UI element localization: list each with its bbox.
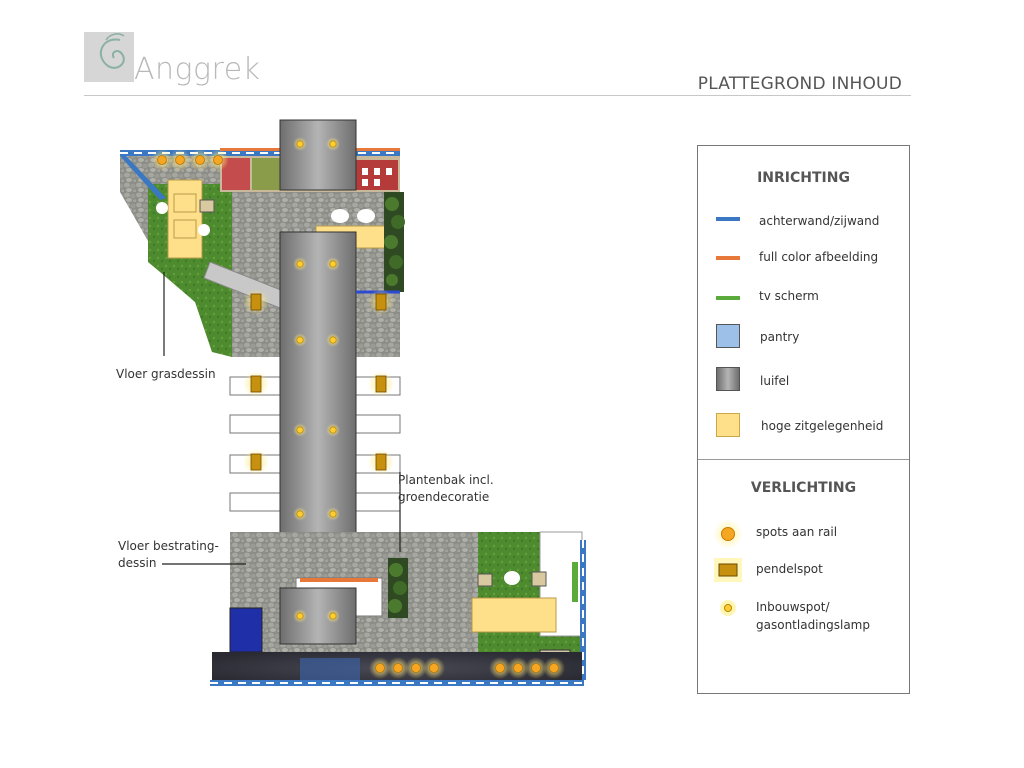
brand-logo xyxy=(84,32,134,82)
legend-label-recessed-spot-line2: gasontladingslamp xyxy=(756,618,870,632)
recessed-spot-light xyxy=(296,140,304,148)
legend-label-pantry: pantry xyxy=(760,330,800,344)
side-wall-left xyxy=(120,156,166,200)
lighting-layer xyxy=(151,137,565,679)
label-paving-floor: Vloer bestrating- dessin xyxy=(118,538,219,572)
spot-rail-light xyxy=(157,155,167,165)
legend-heading-inrichting: INRICHTING xyxy=(757,170,850,186)
canopy-top xyxy=(279,119,357,191)
canopy-lower xyxy=(279,587,357,645)
spot-rail-light xyxy=(495,663,505,673)
legend-label-canopy: luifel xyxy=(760,374,790,388)
spot-rail-light xyxy=(411,663,421,673)
spot-rail-icon xyxy=(713,519,743,549)
recessed-spot-light xyxy=(329,612,337,620)
swatch-tv-screen xyxy=(716,296,740,300)
swatch-pantry xyxy=(716,324,740,348)
pendant-spot-icon xyxy=(714,558,742,582)
pendant-spot-light xyxy=(375,293,387,311)
recessed-spot-light xyxy=(296,426,304,434)
legend-label-pendant-spot: pendelspot xyxy=(756,562,823,576)
legend-heading-verlichting: VERLICHTING xyxy=(750,480,857,496)
spot-rail-light xyxy=(513,663,523,673)
recessed-spot-light xyxy=(296,260,304,268)
swatch-high-seating xyxy=(716,413,740,437)
legend-label-spot-rail: spots aan rail xyxy=(756,525,838,539)
pantry-unit xyxy=(229,607,263,653)
label-paving-line2: dessin xyxy=(118,556,157,570)
recessed-spot-light xyxy=(329,336,337,344)
canopy-central xyxy=(279,231,357,545)
label-planter: Plantenbak incl. groendecoratie xyxy=(398,472,494,506)
legend-label-full-color: full color afbeelding xyxy=(759,250,879,264)
orchid-swirl-icon xyxy=(99,38,125,69)
pendant-spot-light xyxy=(250,293,262,311)
recessed-spot-light xyxy=(329,260,337,268)
swatch-full-color xyxy=(716,256,740,260)
orchid-leaf-icon xyxy=(105,33,125,41)
lounge-seat xyxy=(471,597,557,633)
spot-rail-light xyxy=(213,155,223,165)
spot-rail-light xyxy=(375,663,385,673)
spot-rail-light xyxy=(549,663,559,673)
pendant-spot-light xyxy=(375,375,387,393)
page-title: PLATTEGROND INHOUD xyxy=(697,74,902,94)
recessed-spot-light xyxy=(329,510,337,518)
label-paving-line1: Vloer bestrating- xyxy=(118,539,219,553)
logo-square xyxy=(84,32,134,82)
swatch-back-wall xyxy=(716,217,740,221)
legend-label-recessed-spot-line1: Inbouwspot/ xyxy=(756,600,830,614)
high-table-left xyxy=(167,179,203,259)
legend-divider xyxy=(698,459,909,460)
label-planter-line1: Plantenbak incl. xyxy=(398,473,494,487)
header-divider xyxy=(84,95,911,96)
spot-rail-light xyxy=(393,663,403,673)
pendant-spot-light xyxy=(250,375,262,393)
legend-panel: INRICHTING achterwand/zijwand full color… xyxy=(697,145,910,694)
pendant-spot-light xyxy=(250,453,262,471)
recessed-spot-light xyxy=(296,336,304,344)
brand-name: Anggrek xyxy=(134,52,261,87)
swatch-canopy xyxy=(716,367,740,391)
legend-label-back-wall: achterwand/zijwand xyxy=(759,214,880,228)
legend-label-tv-screen: tv scherm xyxy=(759,289,819,303)
recessed-spot-light xyxy=(329,140,337,148)
spot-rail-light xyxy=(175,155,185,165)
recessed-spot-light xyxy=(296,510,304,518)
legend-label-high-seating: hoge zitgelegenheid xyxy=(761,419,884,433)
floor-plan xyxy=(120,119,586,686)
legend-label-recessed-spot: Inbouwspot/ gasontladingslamp xyxy=(756,598,870,634)
spot-rail-light xyxy=(195,155,205,165)
recessed-spot-icon xyxy=(720,600,736,616)
recessed-spot-light xyxy=(329,426,337,434)
pendant-spot-light xyxy=(375,453,387,471)
tv-screen xyxy=(572,562,578,602)
spot-rail-light xyxy=(429,663,439,673)
spot-rail-light xyxy=(531,663,541,673)
label-grass-floor: Vloer grasdessin xyxy=(116,367,216,381)
label-planter-line2: groendecoratie xyxy=(398,490,490,504)
recessed-spot-light xyxy=(296,612,304,620)
